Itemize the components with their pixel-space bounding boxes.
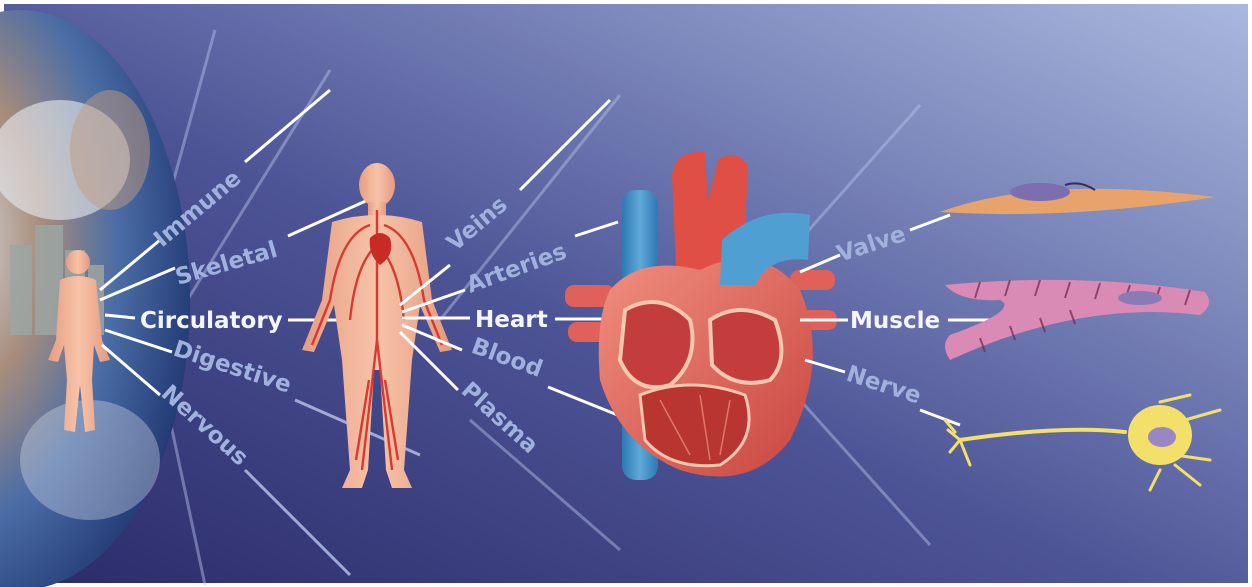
label-circulatory: Circulatory — [140, 308, 283, 334]
label-muscle: Muscle — [850, 308, 940, 334]
label-heart: Heart — [475, 307, 548, 333]
